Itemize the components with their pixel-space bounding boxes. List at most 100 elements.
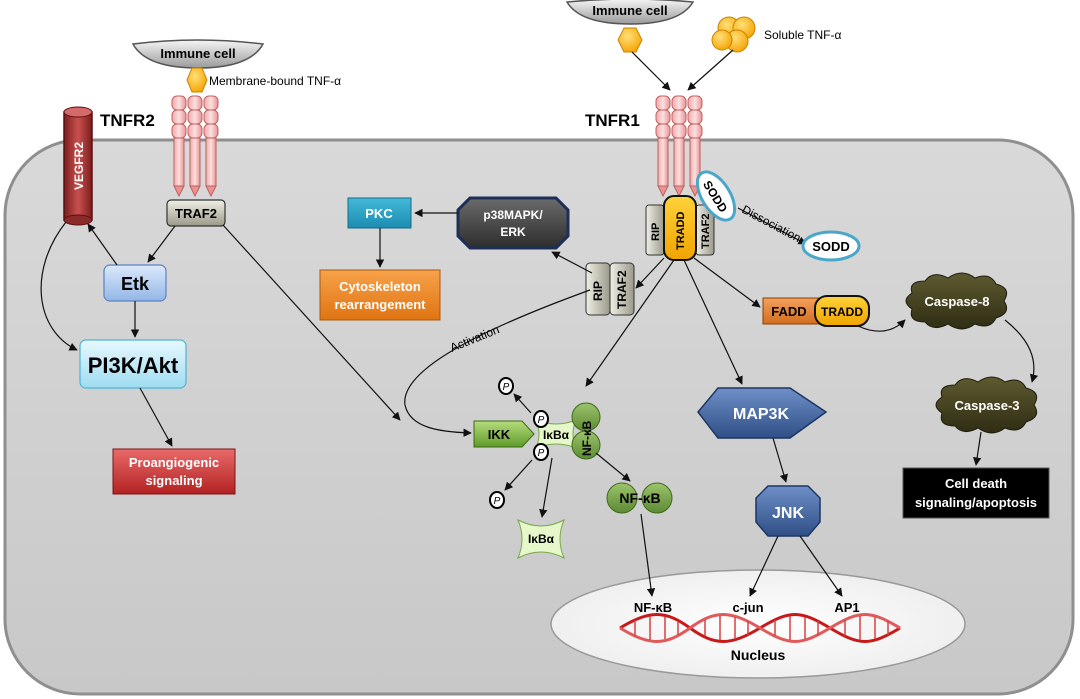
- nfkb-free-label: NF-κB: [619, 490, 660, 506]
- pi3k-akt-node: PI3K/Akt: [79, 339, 187, 389]
- rip-small-label: RIP: [591, 281, 605, 301]
- caspase-8-label: Caspase-8: [924, 294, 989, 309]
- ikba-free-label: IκBα: [528, 532, 555, 546]
- pkc-node: PKC: [347, 197, 412, 229]
- ikba-complex-label: IκBα: [543, 428, 570, 442]
- ikk-label: IKK: [488, 427, 511, 442]
- arrow-to-phospho-upper: [513, 393, 532, 414]
- ikba-free-node: IκBα: [517, 518, 565, 560]
- arrow-jnk-to-ap1: [799, 535, 843, 597]
- rip-complex-label: RIP: [650, 223, 662, 241]
- phospho-label-1: P: [503, 382, 510, 393]
- etk-node: Etk: [103, 264, 167, 302]
- tnfr1-receptor: [655, 95, 703, 197]
- phospho-label-4: P: [494, 496, 501, 507]
- phospho-label-3: P: [538, 448, 545, 459]
- arrow-rip-to-p38: [551, 251, 593, 274]
- caspase-3-label: Caspase-3: [954, 398, 1019, 413]
- immune-cell-right: Immune cell: [565, 0, 695, 25]
- arrow-complex-to-nfkb: [595, 452, 631, 482]
- fadd-tradd-node: FADD TRADD: [762, 295, 870, 327]
- sodd-free: SODD: [801, 230, 861, 262]
- traf2-tnfr2-label: TRAF2: [175, 206, 217, 221]
- pkc-label: PKC: [365, 206, 393, 221]
- proangiogenic-node: Proangiogenic signaling: [112, 448, 236, 495]
- cytoskeleton-label-1: Cytoskeleton: [339, 279, 421, 294]
- arrow-complex-to-map3k: [683, 259, 743, 385]
- arrow-soluble-tnf-to-tnfr1: [687, 49, 734, 91]
- vegfr2-label: VEGFR2: [72, 142, 86, 190]
- phospho-label-2: P: [538, 415, 545, 426]
- arrow-complex-to-fadd: [693, 257, 761, 308]
- cell-death-label-2: signaling/apoptosis: [915, 495, 1037, 510]
- arrow-etk-to-vegfr2: [87, 223, 118, 266]
- tnf-trimer-membrane-icon: [617, 27, 643, 53]
- cytoskeleton-label-2: rearrangement: [334, 297, 426, 312]
- sodd-bound: SODD: [695, 170, 737, 222]
- nucleus-nfkb-label: NF-κB: [634, 600, 672, 615]
- arrow-caspase3-to-celldeath: [972, 431, 982, 466]
- sodd-free-label: SODD: [812, 239, 850, 254]
- cell-death-node: Cell death signaling/apoptosis: [902, 467, 1050, 519]
- immune-cell-right-label: Immune cell: [592, 3, 667, 18]
- immune-cell-left-label: Immune cell: [160, 46, 235, 61]
- nucleus-ap1-label: AP1: [834, 600, 859, 615]
- arrow-map3k-to-jnk: [772, 437, 788, 483]
- arrow-to-ikba-free: [539, 457, 553, 518]
- proangiogenic-label-1: Proangiogenic: [129, 455, 219, 470]
- nfkb-free-node: NF-κB: [606, 482, 673, 514]
- arrow-nfkb-to-nucleus: [640, 513, 656, 597]
- cell-death-label-1: Cell death: [945, 476, 1007, 491]
- nucleus-cjun-label: c-jun: [732, 600, 763, 615]
- tradd-fadd-label: TRADD: [821, 305, 863, 319]
- rip-tradd-traf2-complex: RIP TRAF2 TRADD: [645, 195, 715, 261]
- arrow-traf2-to-etk: [147, 225, 176, 263]
- p38mapk-label-2: ERK: [500, 225, 526, 239]
- cytoskeleton-node: Cytoskeleton rearrangement: [319, 269, 441, 321]
- tradd-complex-label: TRADD: [675, 211, 687, 250]
- arrow-sodd-dissociation: [737, 207, 807, 245]
- tnfr1-label: TNFR1: [585, 111, 640, 130]
- arrow-jnk-to-cjun: [749, 535, 779, 597]
- membrane-tnf-icon: [186, 67, 208, 93]
- soluble-tnf-icon: [711, 16, 756, 53]
- arrow-complex-to-ikba-nfkb: [585, 259, 675, 387]
- arrow-caspase8-to-caspase3: [1004, 319, 1039, 383]
- p38mapk-label-1: p38MAPK/: [483, 208, 543, 222]
- fadd-label: FADD: [771, 304, 806, 319]
- membrane-tnf-label: Membrane-bound TNF-α: [209, 74, 341, 88]
- traf2-tnfr2: TRAF2: [166, 199, 226, 227]
- rip-traf2-node: RIP TRAF2: [585, 262, 635, 316]
- phospho-markers: P P P P: [489, 377, 549, 509]
- arrow-complex-to-rip-traf2: [635, 257, 665, 289]
- vegfr2-receptor: VEGFR2: [63, 106, 93, 226]
- arrow-pi3k-to-proangiogenic: [139, 387, 173, 447]
- ikba-nfkb-complex: IκBα NF-κB: [535, 402, 601, 460]
- jnk-label: JNK: [772, 505, 804, 522]
- traf2-complex-label: TRAF2: [700, 214, 712, 249]
- immune-cell-left: Immune cell: [131, 39, 265, 69]
- proangiogenic-label-2: signaling: [145, 473, 202, 488]
- soluble-tnf-label: Soluble TNF-α: [764, 28, 841, 42]
- nfkb-complex-label: NF-κB: [580, 420, 594, 456]
- arrow-traf2-to-ikk: [222, 224, 401, 421]
- tnfr2-receptor: [171, 95, 219, 198]
- pi3k-akt-label: PI3K/Akt: [88, 353, 179, 378]
- nucleus: NF-κB c-jun AP1 Nucleus: [550, 569, 966, 679]
- caspase-8-node: Caspase-8: [905, 272, 1008, 330]
- arrow-to-phospho-lower: [504, 459, 533, 491]
- caspase-3-node: Caspase-3: [935, 376, 1038, 434]
- arrow-activation-to-ikk: [404, 289, 591, 437]
- dna-helix-icon: [619, 613, 901, 643]
- jnk-node: JNK: [755, 485, 821, 537]
- ikk-node: IKK: [473, 420, 535, 448]
- arrow-tradd-to-caspase8: [857, 319, 906, 332]
- etk-label: Etk: [121, 274, 150, 294]
- p38mapk-erk-node: p38MAPK/ ERK: [456, 196, 570, 250]
- traf2-small-label: TRAF2: [615, 270, 629, 309]
- arrow-vegfr2-to-pi3k: [40, 221, 78, 351]
- arrow-membrane-tnf-to-tnfr1: [631, 51, 671, 91]
- map3k-node: MAP3K: [697, 387, 828, 439]
- map3k-label: MAP3K: [733, 406, 789, 423]
